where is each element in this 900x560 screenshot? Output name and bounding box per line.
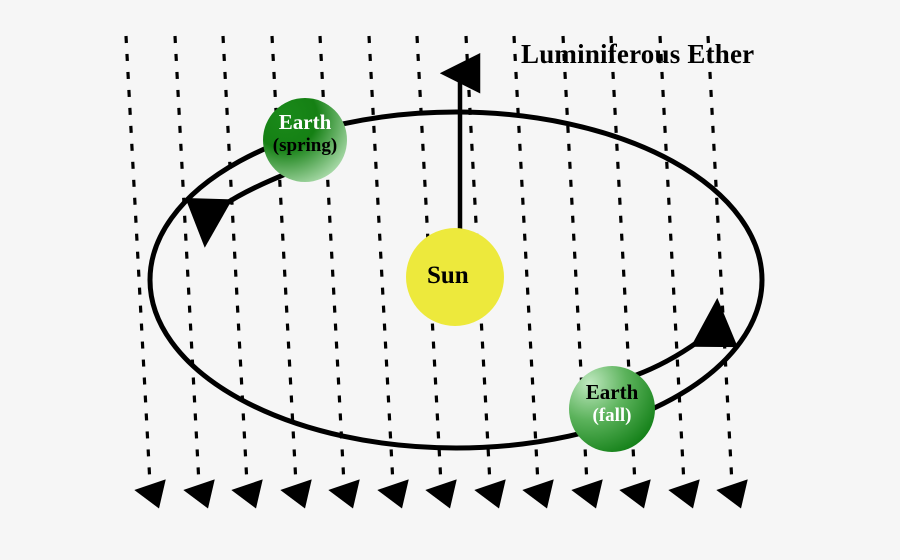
sun-label: Sun — [427, 262, 469, 289]
ether-line — [609, 35, 651, 509]
ether-line — [561, 35, 603, 509]
ether-line — [367, 35, 409, 509]
ether-line — [124, 35, 166, 509]
ether-line — [512, 35, 554, 509]
earth-fall-circle — [569, 366, 655, 452]
ether-line — [658, 35, 700, 509]
earth-fall-label: Earth (fall) — [572, 380, 652, 426]
ether-line — [221, 35, 263, 509]
earth-fall-season: (fall) — [592, 404, 632, 426]
earth-spring-name: Earth — [278, 110, 332, 134]
ether-line — [173, 35, 215, 509]
diagram-title: Luminiferous Ether — [521, 39, 755, 69]
earth-spring-circle — [263, 98, 347, 182]
earth-spring-season: (spring) — [272, 134, 338, 156]
earth-fall-name: Earth — [585, 380, 639, 404]
orbit-path — [147, 109, 765, 451]
ether-line — [706, 35, 748, 509]
earth-spring-label: Earth (spring) — [265, 110, 345, 156]
sun-circle — [406, 228, 504, 326]
